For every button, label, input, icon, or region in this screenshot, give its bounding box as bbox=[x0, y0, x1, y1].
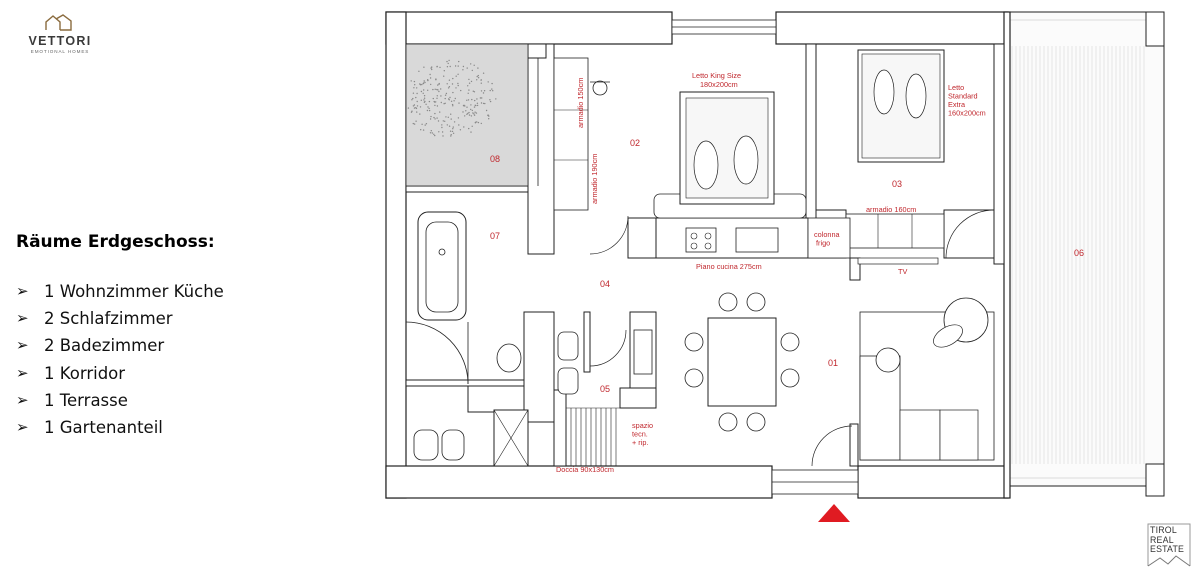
label-wardrobe-190: armadio 190cm bbox=[590, 154, 599, 204]
room-item-label: 2 Badezimmer bbox=[44, 336, 165, 356]
room-item-label: 1 Wohnzimmer Küche bbox=[44, 282, 224, 301]
label-kitchen-top: Piano cucina 275cm bbox=[696, 262, 762, 271]
room-number-02: 02 bbox=[630, 138, 640, 148]
room-number-08: 08 bbox=[490, 154, 500, 164]
terrace bbox=[1007, 11, 1165, 497]
list-item: ➢ 1 Korridor bbox=[16, 360, 346, 387]
brand-name: VETTORI bbox=[28, 34, 92, 48]
bedroom-03 bbox=[845, 49, 995, 265]
arrow-bullet-icon: ➢ bbox=[16, 363, 29, 382]
rooms-panel: Räume Erdgeschoss: ➢ 1 Wohnzimmer Küche ➢… bbox=[16, 232, 346, 441]
door-bottom bbox=[771, 469, 859, 495]
bathroom-05 bbox=[493, 329, 653, 467]
room-item-label: 1 Korridor bbox=[44, 363, 126, 383]
window-top bbox=[671, 19, 777, 35]
label-wardrobe-160: armadio 160cm bbox=[866, 205, 916, 214]
room-item-label: 1 Gartenanteil bbox=[44, 417, 163, 437]
outer-walls bbox=[385, 11, 1011, 499]
room-numbers: 01 02 03 04 05 06 07 08 bbox=[490, 138, 1084, 394]
label-shower: Doccia 90x130cm bbox=[556, 465, 614, 474]
label-fridge-column: colonna frigo bbox=[814, 230, 842, 248]
brand-tagline: EMOTIONAL HOMES bbox=[30, 49, 90, 54]
room-item-label: 2 Schlafzimmer bbox=[44, 309, 173, 329]
room-number-05: 05 bbox=[600, 384, 610, 394]
plan-labels: Letto King Size 180x200cm Letto Standard… bbox=[556, 71, 986, 474]
list-item: ➢ 2 Schlafzimmer bbox=[16, 305, 346, 332]
arrow-bullet-icon: ➢ bbox=[16, 309, 29, 328]
badge-line: REAL bbox=[1150, 534, 1174, 545]
label-tech-space: spazio tecn. + rip. bbox=[632, 421, 655, 447]
brand-logo: VETTORI EMOTIONAL HOMES bbox=[18, 14, 102, 54]
label-tv: TV bbox=[898, 267, 907, 276]
bathroom-07 bbox=[405, 211, 522, 461]
arrow-bullet-icon: ➢ bbox=[16, 417, 29, 436]
room-number-07: 07 bbox=[490, 231, 500, 241]
room-number-06: 06 bbox=[1074, 248, 1084, 258]
badge-text: TIROL REAL ESTATE bbox=[1150, 525, 1185, 555]
arrow-bullet-icon: ➢ bbox=[16, 282, 29, 300]
room-number-03: 03 bbox=[892, 179, 902, 189]
living-sofa bbox=[811, 297, 995, 467]
list-item: ➢ 1 Gartenanteil bbox=[16, 414, 346, 441]
label-bed-king: Letto King Size 180x200cm bbox=[692, 71, 743, 89]
bedroom-02 bbox=[553, 57, 807, 255]
room-number-04: 04 bbox=[600, 279, 610, 289]
room-item-label: 1 Terrasse bbox=[44, 390, 128, 410]
tirol-real-estate-badge: TIROL REAL ESTATE bbox=[1146, 522, 1192, 568]
dining-table bbox=[684, 292, 800, 432]
badge-frame-icon bbox=[1147, 523, 1191, 567]
rooms-title: Räume Erdgeschoss: bbox=[16, 232, 215, 252]
house-outline-icon bbox=[45, 14, 72, 31]
triangle-up-icon bbox=[818, 504, 850, 522]
room-number-01: 01 bbox=[828, 358, 838, 368]
rooms-list: ➢ 1 Wohnzimmer Küche ➢ 2 Schlafzimmer ➢ 2 B… bbox=[16, 278, 346, 441]
arrow-bullet-icon: ➢ bbox=[16, 390, 29, 409]
list-item: ➢ 1 Terrasse bbox=[16, 387, 346, 414]
garden-area bbox=[405, 43, 539, 187]
inner-walls bbox=[405, 43, 1005, 467]
kitchen bbox=[685, 217, 851, 259]
badge-line: ESTATE bbox=[1150, 544, 1185, 554]
arrow-bullet-icon: ➢ bbox=[16, 336, 29, 355]
list-item: ➢ 2 Badezimmer bbox=[16, 332, 346, 359]
badge-line: TIROL bbox=[1150, 525, 1177, 535]
label-bed-standard: Letto Standard Extra 160x200cm bbox=[948, 83, 986, 118]
list-item: ➢ 1 Wohnzimmer Küche bbox=[16, 278, 346, 305]
label-wardrobe-150: armadio 150cm bbox=[576, 78, 585, 128]
